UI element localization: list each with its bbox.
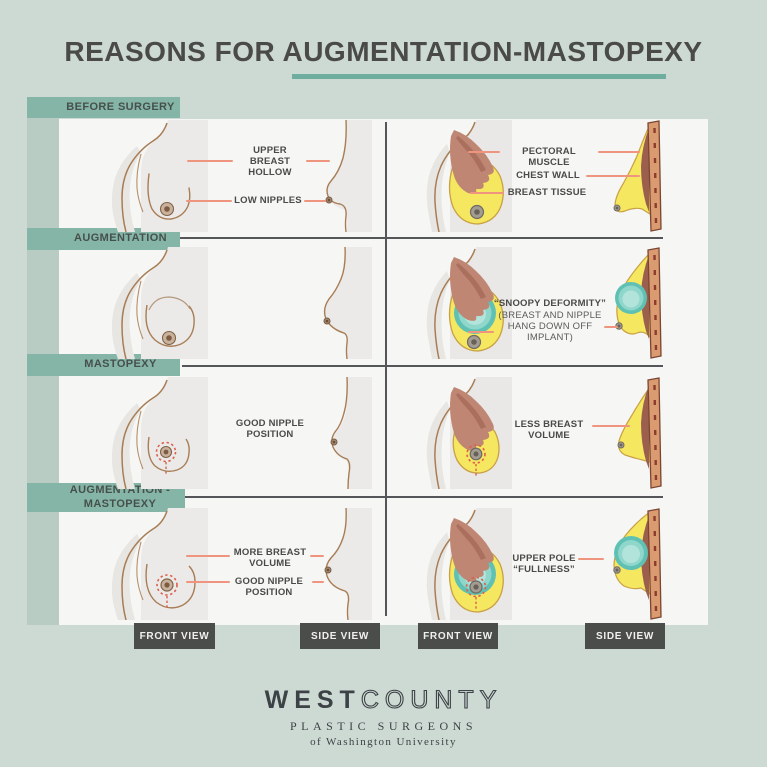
- callout-line-low-nipples-right: [304, 200, 326, 202]
- figure-mastopexy-side-skin: [318, 377, 374, 489]
- view-badge-side-2: SIDE VIEW: [585, 623, 665, 649]
- callout-line-upper-breast-hollow-right: [306, 160, 330, 162]
- callout-snoopy-deformity-sub: (BREAST AND NIPPLE HANG DOWN OFF IMPLANT…: [498, 310, 602, 343]
- figure-mastopexy-side-anatomy: [606, 377, 664, 489]
- callout-line-chest-wall-right: [586, 175, 640, 177]
- figure-augmentation-side-skin: [318, 247, 374, 359]
- callout-less-breast-volume: LESS BREAST VOLUME: [514, 419, 584, 441]
- callout-line-snoopy-right: [604, 326, 618, 328]
- view-badge-front-2: FRONT VIEW: [418, 623, 498, 649]
- section-badge-before-surgery: BEFORE SURGERY: [27, 97, 180, 118]
- title-underline: [292, 74, 666, 79]
- figure-augmentation-side-anatomy: [606, 247, 664, 359]
- figure-before-front-anatomy: [420, 120, 512, 232]
- figure-augmentation-front-anatomy: [420, 247, 512, 359]
- callout-line-snoopy-left: [468, 331, 494, 333]
- brand-subtitle: PLASTIC SURGEONS: [289, 719, 478, 733]
- callout-line-upper-breast-hollow-left: [187, 160, 233, 162]
- page-title: REASONS FOR AUGMENTATION-MASTOPEXY: [64, 36, 703, 67]
- figure-mastopexy-front-anatomy: [420, 377, 512, 489]
- callout-more-breast-volume: MORE BREAST VOLUME: [233, 547, 307, 569]
- callout-line-less-breast-volume-right: [592, 425, 630, 427]
- callout-snoopy-deformity-title: “SNOOPY DEFORMITY”: [493, 298, 607, 309]
- callout-good-nipple-position-aug: GOOD NIPPLE POSITION: [234, 576, 304, 598]
- figure-augmentation-front-skin: [103, 247, 208, 359]
- brand-logo: WESTCOUNTY: [0, 685, 767, 715]
- callout-line-good-nipple-aug-left: [186, 581, 230, 583]
- figure-before-front-skin: [103, 120, 208, 232]
- row-divider-1: [180, 237, 663, 239]
- callout-low-nipples: LOW NIPPLES: [234, 195, 302, 206]
- callout-upper-pole-fullness: UPPER POLE “FULLNESS”: [512, 553, 576, 575]
- row-divider-3: [185, 496, 663, 498]
- footer-brand: WESTCOUNTY PLASTIC SURGEONS of Washingto…: [0, 685, 767, 748]
- callout-line-good-nipple-aug-right: [312, 581, 324, 583]
- callout-line-breast-tissue-left: [470, 192, 504, 194]
- figure-augmastopexy-front-anatomy: [420, 508, 512, 620]
- callout-pectoral-muscle: PECTORAL MUSCLE: [522, 146, 576, 168]
- figure-augmastopexy-side-skin: [318, 508, 374, 620]
- row-divider-2: [182, 365, 663, 367]
- center-vertical-divider: [385, 122, 387, 616]
- section-badge-mastopexy: MASTOPEXY: [27, 354, 180, 376]
- figure-mastopexy-front-skin: [103, 377, 208, 489]
- figure-before-side-anatomy: [606, 120, 664, 232]
- figure-augmastopexy-side-anatomy: [606, 508, 664, 620]
- brand-tagline: of Washington University: [310, 736, 457, 748]
- callout-line-more-breast-volume-right: [310, 555, 324, 557]
- view-badge-front-1: FRONT VIEW: [134, 623, 215, 649]
- callout-good-nipple-position-mastopexy: GOOD NIPPLE POSITION: [235, 418, 305, 440]
- view-badge-side-1: SIDE VIEW: [300, 623, 380, 649]
- callout-line-low-nipples-left: [186, 200, 232, 202]
- callout-line-upper-pole-fullness-right: [578, 558, 604, 560]
- callout-line-pectoral-muscle-left: [468, 151, 500, 153]
- callout-chest-wall: CHEST WALL: [516, 170, 580, 181]
- brand-west: WEST: [264, 686, 361, 714]
- callout-breast-tissue: BREAST TISSUE: [507, 187, 587, 198]
- brand-county: COUNTY: [360, 685, 503, 714]
- callout-upper-breast-hollow: UPPER BREAST HOLLOW: [248, 145, 292, 178]
- section-badge-augmentation: AUGMENTATION: [27, 228, 180, 250]
- figure-augmastopexy-front-skin: [103, 508, 208, 620]
- figure-before-side-skin: [318, 120, 374, 232]
- callout-line-more-breast-volume-left: [186, 555, 230, 557]
- callout-line-pectoral-muscle-right: [598, 151, 640, 153]
